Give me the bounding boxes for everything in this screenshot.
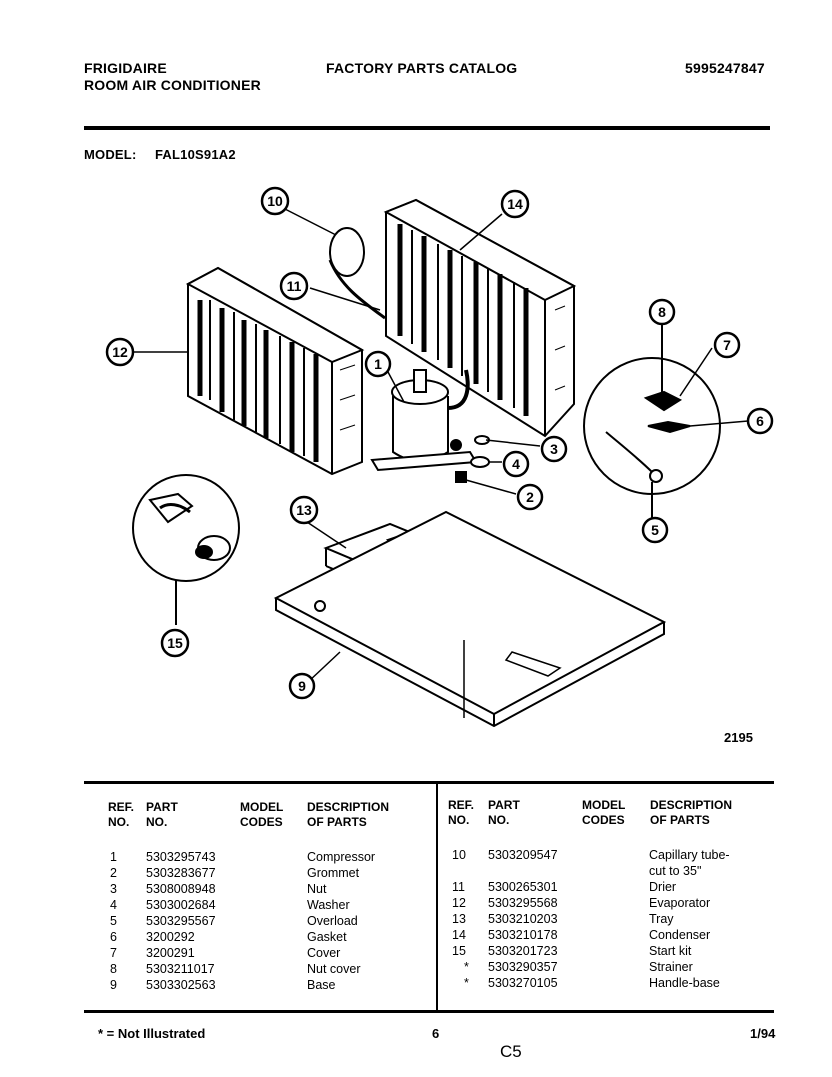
callout-3-bubble xyxy=(540,435,568,463)
evaporator-drawing xyxy=(185,266,365,476)
overload-detail-drawing xyxy=(583,320,721,518)
callout-8-label: 8 xyxy=(658,304,666,320)
callout-13-label: 13 xyxy=(296,502,312,518)
callout-3-label: 3 xyxy=(550,441,558,457)
callout-leader-lines xyxy=(134,207,749,683)
callout-11-bubble xyxy=(279,271,309,301)
callout-13-bubble xyxy=(289,495,319,525)
model-number: FAL10S91A2 xyxy=(155,147,236,162)
section-code: C5 xyxy=(500,1042,522,1061)
callout-14-bubble xyxy=(500,189,530,219)
table-bottom-rule xyxy=(84,1010,774,1013)
revision-date: 1/94 xyxy=(750,1026,776,1041)
callout-1-label: 1 xyxy=(374,356,382,372)
callout-9-label: 9 xyxy=(298,678,306,694)
header-rule xyxy=(84,126,770,130)
drier-line-drawing xyxy=(328,259,386,320)
callout-6-label: 6 xyxy=(756,413,764,429)
not-illustrated-note: * = Not Illustrated xyxy=(98,1026,206,1041)
callout-15-bubble xyxy=(160,628,190,658)
condenser-drawing xyxy=(383,198,577,438)
figure-number: 2195 xyxy=(724,730,753,745)
header-ref-no: REF.NO. xyxy=(108,800,135,829)
callout-12-bubble xyxy=(105,337,135,367)
callout-7-label: 7 xyxy=(723,337,731,353)
catalog-number: 5995247847 xyxy=(685,60,765,76)
callout-10-label: 10 xyxy=(267,193,283,209)
callout-11-label: 11 xyxy=(287,278,302,294)
callout-5-label: 5 xyxy=(651,522,659,538)
model-label: MODEL: xyxy=(84,147,137,162)
callout-4-label: 4 xyxy=(512,456,520,472)
callout-4-bubble xyxy=(502,450,530,478)
table-divider xyxy=(436,784,438,1010)
callout-7-bubble xyxy=(713,331,741,359)
callout-5-bubble xyxy=(641,516,669,544)
capillary-tube-drawing xyxy=(329,227,365,277)
start-kit-detail-drawing xyxy=(132,474,240,625)
base-pan-drawing xyxy=(273,510,667,728)
callout-1-bubble xyxy=(364,350,392,378)
callout-10-bubble xyxy=(260,186,290,216)
callout-15-label: 15 xyxy=(167,635,183,651)
callout-12-label: 12 xyxy=(112,344,128,360)
mount-hardware-drawing xyxy=(455,435,490,483)
brand-name: FRIGIDAIRE xyxy=(84,60,167,76)
callout-2-label: 2 xyxy=(526,489,534,505)
compressor-drawing xyxy=(370,369,478,472)
callout-8-bubble xyxy=(648,298,676,326)
table-top-rule xyxy=(84,781,774,784)
callout-9-bubble xyxy=(288,672,316,700)
callout-2-bubble xyxy=(516,483,544,511)
callout-14-label: 14 xyxy=(507,196,523,212)
header-ref-no-right: REF.NO. xyxy=(448,798,475,827)
callout-6-bubble xyxy=(746,407,774,435)
product-type: ROOM AIR CONDITIONER xyxy=(84,77,261,93)
page-number: 6 xyxy=(432,1026,440,1041)
catalog-title: FACTORY PARTS CATALOG xyxy=(326,60,518,76)
